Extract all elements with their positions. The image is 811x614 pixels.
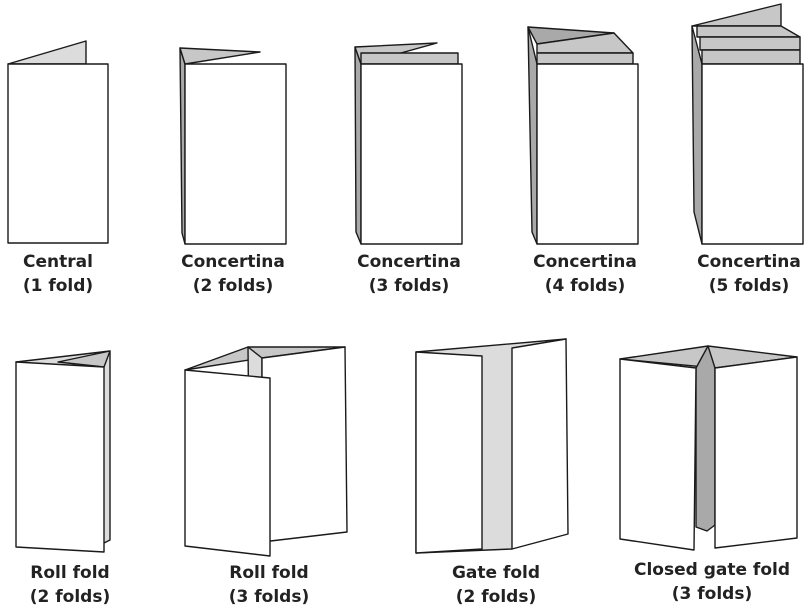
concertina-4-front-panel <box>536 63 639 245</box>
caption-roll-2-line2: (2 folds) <box>29 587 111 607</box>
caption-concertina-5: Concertina (5 folds) <box>654 250 811 298</box>
roll-2-inner-panel <box>57 350 111 368</box>
figure-central <box>7 40 109 244</box>
caption-closed-gate-3-line2: (3 folds) <box>671 584 753 604</box>
figure-concertina-3 <box>354 42 463 245</box>
concertina-5-panel-top-2 <box>696 25 801 38</box>
caption-roll-3: Roll fold (3 folds) <box>174 561 364 609</box>
concertina-4-panel-top-3 <box>536 52 634 65</box>
caption-gate-2: Gate fold (2 folds) <box>401 561 591 609</box>
caption-concertina-4-line2: (4 folds) <box>544 276 626 296</box>
figure-gate-2 <box>415 338 569 554</box>
concertina-3-panel-top-2 <box>360 52 459 65</box>
caption-concertina-2-line2: (2 folds) <box>192 276 274 296</box>
central-front-panel <box>7 63 109 244</box>
caption-gate-2-line1: Gate fold <box>451 563 541 583</box>
concertina-2-panel-top <box>179 47 261 65</box>
caption-closed-gate-3: Closed gate fold (3 folds) <box>617 558 807 606</box>
figure-closed-gate-3 <box>619 345 798 551</box>
figure-concertina-2 <box>179 47 287 245</box>
caption-concertina-3: Concertina (3 folds) <box>314 250 504 298</box>
caption-central-line1: Central <box>23 252 93 272</box>
figure-concertina-5 <box>691 3 804 245</box>
concertina-3-front-panel <box>360 63 463 245</box>
central-back-panel <box>7 40 87 65</box>
roll-3-right-panel <box>261 346 348 543</box>
concertina-3-panel-side <box>354 46 362 245</box>
figure-roll-2 <box>15 350 111 553</box>
closed-gate-3-right-panel <box>714 356 798 549</box>
caption-gate-2-line2: (2 folds) <box>455 587 537 607</box>
concertina-5-panel-top-4 <box>701 49 801 65</box>
figure-roll-3 <box>184 346 348 557</box>
caption-closed-gate-3-line1: Closed gate fold <box>633 560 790 580</box>
concertina-5-panel-top-3 <box>699 36 801 51</box>
closed-gate-3-left-panel <box>619 358 697 551</box>
caption-central: Central (1 fold) <box>0 250 153 298</box>
caption-concertina-2-line1: Concertina <box>181 252 285 272</box>
caption-concertina-2: Concertina (2 folds) <box>138 250 328 298</box>
roll-2-front-panel <box>15 361 105 553</box>
concertina-4-panel-side <box>527 26 538 245</box>
concertina-2-front-panel <box>184 63 287 245</box>
caption-central-line2: (1 fold) <box>22 276 94 296</box>
caption-concertina-3-line2: (3 folds) <box>368 276 450 296</box>
closed-gate-3-center-panel <box>695 345 716 532</box>
caption-roll-2: Roll fold (2 folds) <box>0 561 165 609</box>
caption-concertina-4: Concertina (4 folds) <box>490 250 680 298</box>
caption-roll-3-line2: (3 folds) <box>228 587 310 607</box>
figure-concertina-4 <box>527 26 639 245</box>
caption-roll-2-line1: Roll fold <box>30 563 110 583</box>
concertina-5-front-panel <box>701 63 804 245</box>
caption-concertina-3-line1: Concertina <box>357 252 461 272</box>
gate-2-left-flap <box>415 351 483 554</box>
caption-concertina-5-line2: (5 folds) <box>708 276 790 296</box>
caption-concertina-4-line1: Concertina <box>533 252 637 272</box>
concertina-2-panel-back <box>179 47 186 245</box>
caption-concertina-5-line1: Concertina <box>697 252 801 272</box>
roll-3-left-panel <box>184 369 271 557</box>
gate-2-right-flap <box>511 338 569 550</box>
concertina-5-panel-side <box>691 25 703 245</box>
concertina-5-panel-top-1 <box>691 3 782 27</box>
caption-roll-3-line1: Roll fold <box>229 563 309 583</box>
